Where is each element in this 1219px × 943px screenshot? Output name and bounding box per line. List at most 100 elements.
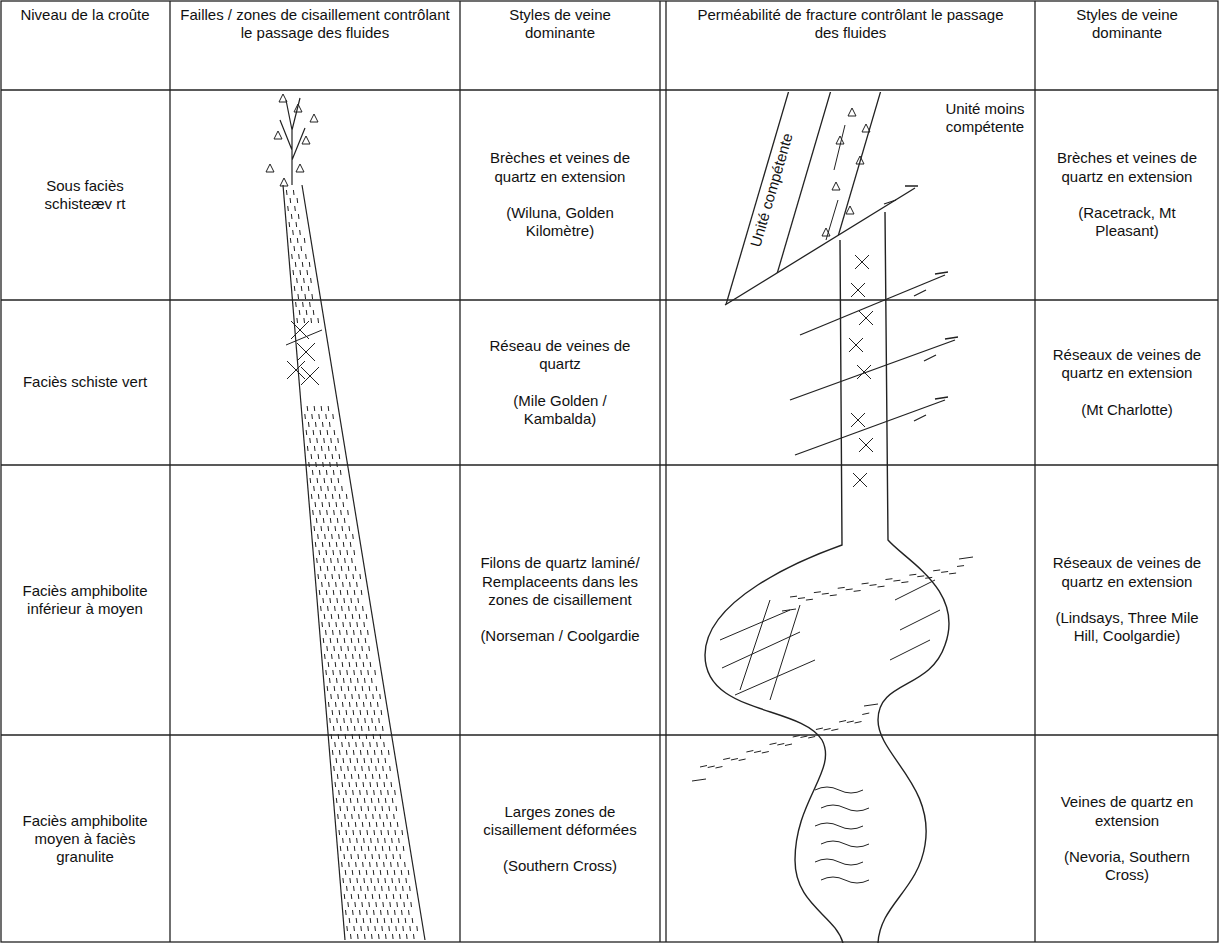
- foliation-dash: [310, 478, 312, 483]
- foliation-dash: [320, 606, 322, 611]
- foliation-dash: [346, 886, 348, 891]
- foliation-dash: [377, 838, 379, 843]
- column-header: Styles de veine dominante: [475, 6, 645, 43]
- foliation-dash: [327, 526, 329, 531]
- shear-zone-dash: [798, 597, 805, 599]
- foliation-dash: [340, 470, 342, 475]
- foliation-dash: [380, 734, 382, 739]
- foliation-dash: [330, 558, 332, 563]
- foliation-dash: [377, 702, 379, 707]
- foliation-dash: [329, 718, 331, 723]
- foliation-dash: [361, 646, 363, 651]
- foliation-dash: [365, 774, 367, 779]
- foliation-dash: [364, 854, 366, 859]
- shear-zone-dash: [933, 569, 940, 571]
- foliation-dash: [326, 646, 328, 651]
- shear-zone-dash: [793, 736, 800, 738]
- foliation-dash: [400, 894, 402, 899]
- foliation-dash: [366, 654, 368, 659]
- foliation-dash: [320, 566, 322, 571]
- foliation-dash: [358, 894, 360, 899]
- shear-zone-dash: [808, 737, 815, 739]
- quartz-vein: [297, 343, 315, 361]
- foliation-dash: [390, 822, 392, 827]
- shear-zone-dash: [762, 752, 769, 754]
- foliation-dash: [307, 406, 309, 411]
- foliation-dash: [358, 638, 360, 643]
- foliation-dash: [366, 614, 368, 619]
- foliation-dash: [322, 462, 324, 467]
- foliation-dash: [360, 630, 362, 635]
- example-deposits: (Lindsays, Three Mile Hill, Coolgardie): [1042, 609, 1212, 646]
- foliation-dash: [299, 270, 301, 275]
- foliation-dash: [336, 462, 338, 467]
- foliation-dash: [336, 798, 338, 803]
- foliation-dash: [398, 878, 400, 883]
- foliation-dash: [368, 726, 370, 731]
- foliation-dash: [336, 678, 338, 683]
- foliation-dash: [342, 878, 344, 883]
- foliation-dash: [372, 814, 374, 819]
- foliation-dash: [350, 718, 352, 723]
- foliation-dash: [291, 214, 293, 219]
- foliation-dash: [370, 702, 372, 707]
- fault-arrow: [914, 272, 948, 296]
- foliation-dash: [354, 902, 356, 907]
- foliation-dash: [358, 814, 360, 819]
- foliation-dash: [317, 478, 319, 483]
- foliation-dash: [375, 846, 377, 851]
- foliation-dash: [345, 870, 347, 875]
- vein-style: Brèches et veines de quartz en extension: [478, 149, 643, 186]
- foliation-dash: [361, 590, 363, 595]
- breccia-vein: [826, 200, 838, 240]
- foliation-dash: [303, 318, 305, 323]
- foliation-dash: [359, 734, 361, 739]
- foliation-dash: [296, 278, 298, 283]
- example-deposits: (Wiluna, Golden Kilomètre): [478, 204, 643, 241]
- foliation-dash: [352, 790, 354, 795]
- foliation-dash: [343, 502, 345, 507]
- foliation-dash: [360, 806, 362, 811]
- foliation-dash: [385, 798, 387, 803]
- shear-zone-dash: [870, 584, 877, 586]
- shear-zone-dash: [847, 721, 854, 723]
- foliation-dash: [399, 934, 401, 939]
- foliation-dash: [331, 534, 333, 539]
- foliation-dash: [371, 798, 373, 803]
- extension-vein: [851, 413, 865, 427]
- foliation-dash: [356, 918, 358, 923]
- extension-vein: [740, 600, 770, 690]
- extension-vein: [851, 413, 865, 427]
- shear-zone-edge: [283, 185, 345, 940]
- foliation-dash: [324, 534, 326, 539]
- foliation-dash: [381, 806, 383, 811]
- foliation-dash: [363, 918, 365, 923]
- extension-vein: [853, 473, 867, 487]
- foliation-dash: [369, 862, 371, 867]
- foliation-dash: [352, 654, 354, 659]
- foliation-dash: [308, 286, 310, 291]
- foliation-dash: [340, 646, 342, 651]
- foliation-dash: [321, 622, 323, 627]
- foliation-dash: [379, 774, 381, 779]
- foliation-dash: [351, 558, 353, 563]
- foliation-dash: [363, 878, 365, 883]
- foliation-dash: [341, 822, 343, 827]
- foliation-dash: [370, 838, 372, 843]
- extension-vein: [859, 438, 873, 452]
- foliation-dash: [291, 254, 293, 259]
- foliation-dash: [352, 910, 354, 915]
- foliation-dash: [363, 702, 365, 707]
- foliation-dash: [367, 670, 369, 675]
- foliation-dash: [391, 878, 393, 883]
- foliation-dash: [349, 878, 351, 883]
- extension-vein: [720, 610, 790, 640]
- foliation-dash: [311, 414, 313, 419]
- extension-vein: [857, 365, 871, 379]
- foliation-dash: [385, 934, 387, 939]
- foliation-dash: [339, 806, 341, 811]
- foliation-dash: [342, 782, 344, 787]
- foliation-dash: [368, 846, 370, 851]
